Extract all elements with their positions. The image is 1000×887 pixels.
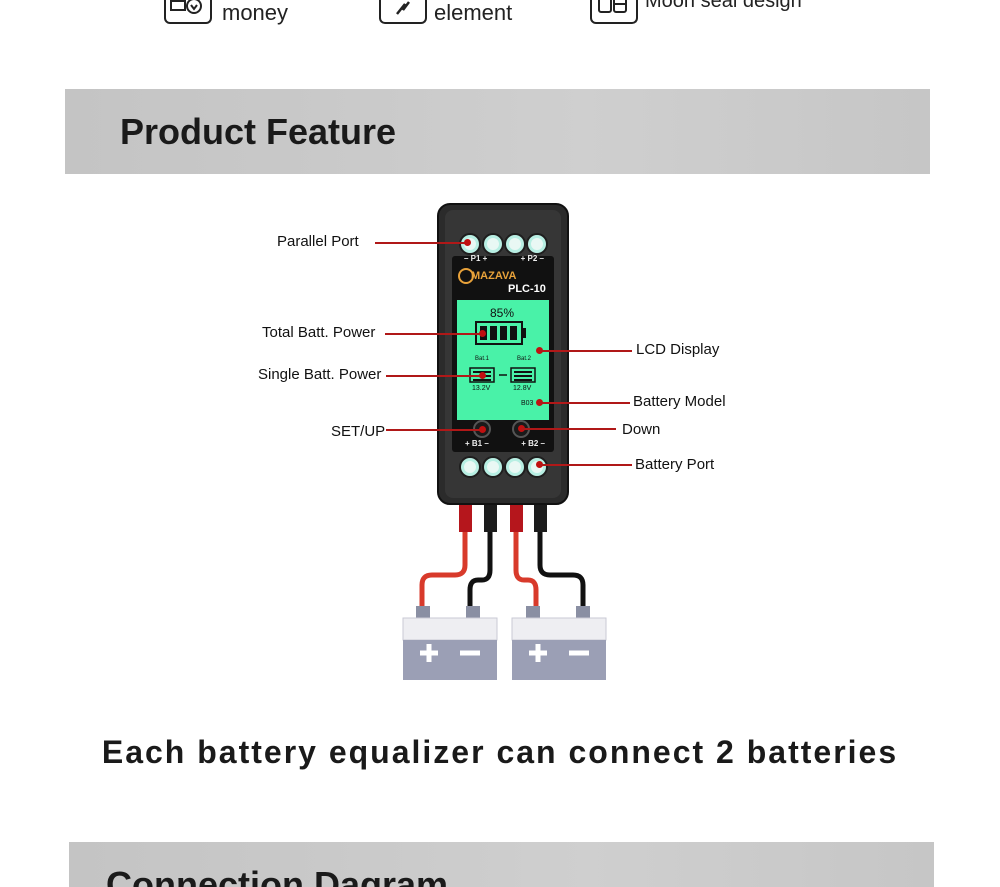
port-label-p: – P1 + + P2 – [464,254,544,263]
lcd-bat1-label: Bat.1 [475,356,490,362]
battery-right [511,606,607,680]
callout-dot-battery-port [536,461,543,468]
callout-dot-set-up [479,426,486,433]
lcd-model-code: B03 [521,400,534,407]
tagline: Each battery equalizer can connect 2 bat… [101,734,899,770]
callout-parallel-port: Parallel Port [277,233,359,250]
callout-dot-total-batt-power [479,330,486,337]
port-label-p2: + P2 – [520,254,544,263]
callout-set-up: SET/UP [331,423,386,440]
callout-dot-parallel-port [464,239,471,246]
port-label-b: + B1 – + B2 – [465,439,545,448]
callout-battery-model: Battery Model [633,393,726,410]
port-label-p1: – P1 + [464,254,488,263]
lcd-bat2-voltage: 12.8V [513,385,532,392]
callout-battery-port: Battery Port [635,456,715,473]
callout-line-battery-port [540,464,632,466]
callout-dot-down [518,425,525,432]
callout-line-parallel-port [375,242,466,244]
battery-cables [419,527,586,613]
parallel-port-4 [526,233,548,255]
callout-line-down [522,428,616,430]
feature-element-text: element [434,0,513,25]
parallel-port-3 [504,233,526,255]
lightning-icon [379,0,427,24]
feature-money-text: money [222,0,289,25]
callout-lcd-display: LCD Display [636,341,720,358]
port-label-b1: + B1 – [465,439,489,448]
callout-dot-single-batt-power [479,372,486,379]
battery-left [402,606,498,680]
model-label: PLC-10 [508,283,546,295]
lcd-bat1-voltage: 13.2V [472,385,491,392]
connection-diagram-title: Connection Dagram [106,864,449,887]
lcd-bat2-label: Bat.2 [517,356,532,362]
callout-dot-battery-model [536,399,543,406]
callout-line-set-up [386,429,482,431]
callout-line-lcd-display [540,350,632,352]
battery-port-2 [482,456,504,478]
callout-down: Down [622,421,661,438]
callout-single-batt-power: Single Batt. Power [258,366,382,383]
parallel-port-2 [482,233,504,255]
brand-logo: MAZAVA [471,270,517,282]
connection-diagram-band: Connection Dagram [69,842,934,887]
callout-dot-lcd-display [536,347,543,354]
product-feature-title: Product Feature [120,111,397,152]
feature-seal-text: Moon seal design [645,0,802,12]
callout-line-total-batt-power [385,333,481,335]
seal-icon [590,0,638,24]
callout-total-batt-power: Total Batt. Power [262,324,376,341]
battery-port-1 [459,456,481,478]
callout-line-battery-model [540,402,630,404]
port-label-b2: + B2 – [521,439,545,448]
callout-line-single-batt-power [386,375,481,377]
product-feature-band: Product Feature [65,89,930,174]
lcd-percent: 85% [490,306,515,320]
money-icon [164,0,212,24]
battery-port-3 [504,456,526,478]
